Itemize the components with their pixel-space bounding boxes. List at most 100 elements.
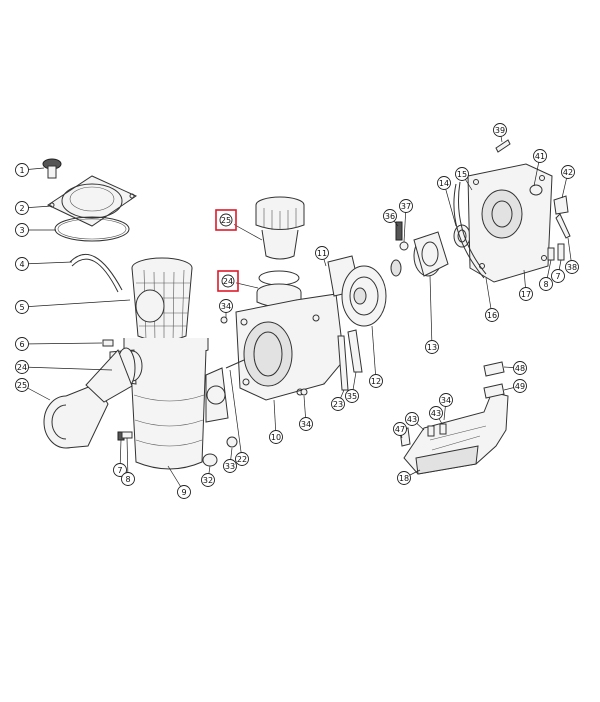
- volute-housing-part: [235, 293, 345, 401]
- callout-c24a: 24: [15, 360, 29, 374]
- callout-c15: 15: [455, 167, 469, 181]
- callout-circle: [219, 213, 233, 227]
- callout-circle: [369, 374, 383, 388]
- callout-circle: [15, 257, 29, 271]
- leader-c6: [21, 342, 103, 345]
- motor-base-part: [399, 361, 509, 475]
- callout-circle: [519, 287, 533, 301]
- callout-c48: 48: [513, 361, 527, 375]
- callout-c33: 33: [223, 459, 237, 473]
- callout-circle: [15, 337, 29, 351]
- callout-number: 9: [181, 488, 186, 497]
- diffuser-part: [327, 255, 387, 327]
- callout-circle: [15, 201, 29, 215]
- highlight-box: [217, 270, 239, 292]
- callout-number: 15: [457, 170, 467, 179]
- callout-c4: 4: [15, 257, 29, 271]
- leader-c5: [21, 299, 131, 308]
- callout-number: 24: [17, 363, 27, 372]
- highlight-boxes: [215, 209, 239, 292]
- callout-circle: [437, 176, 451, 190]
- callout-circle: [15, 378, 29, 392]
- callout-circle: [513, 361, 527, 375]
- callout-c12: 12: [369, 374, 383, 388]
- callout-circle: [345, 389, 359, 403]
- callout-c38: 38: [565, 260, 579, 274]
- bolts-middle: [220, 316, 363, 396]
- callout-c18: 18: [397, 471, 411, 485]
- callout-number: 42: [563, 168, 573, 177]
- callout-circle: [331, 397, 345, 411]
- callout-circle: [121, 472, 135, 486]
- callout-c34c: 34: [439, 393, 453, 407]
- knob-part: [42, 158, 62, 179]
- callout-c36: 36: [383, 209, 397, 223]
- callout-c7b: 7: [551, 269, 565, 283]
- callout-c32: 32: [201, 473, 215, 487]
- callout-number: 39: [495, 126, 505, 135]
- callout-c8a: 8: [121, 472, 135, 486]
- callout-number: 5: [19, 303, 24, 312]
- callout-number: 49: [515, 382, 525, 391]
- callout-number: 2: [19, 204, 24, 213]
- callout-number: 1: [19, 166, 24, 175]
- callout-c42: 42: [561, 165, 575, 179]
- callout-circle: [221, 274, 235, 288]
- callout-circle: [269, 430, 283, 444]
- callout-number: 25: [17, 381, 27, 390]
- callout-number: 8: [543, 280, 548, 289]
- callout-circle: [533, 149, 547, 163]
- small-fittings-left: [102, 339, 238, 467]
- callout-number: 43: [431, 409, 441, 418]
- callout-c24h: 24: [220, 273, 236, 289]
- callout-c13: 13: [425, 340, 439, 354]
- callout-c23: 23: [331, 397, 345, 411]
- callout-circle: [399, 199, 413, 213]
- callout-circle: [455, 167, 469, 181]
- callout-circle: [393, 422, 407, 436]
- callout-circle: [15, 300, 29, 314]
- callout-c1: 1: [15, 163, 29, 177]
- callout-number: 18: [399, 474, 409, 483]
- callout-number: 10: [271, 433, 281, 442]
- callout-c6: 6: [15, 337, 29, 351]
- callout-circle: [561, 165, 575, 179]
- callout-number: 32: [203, 476, 213, 485]
- callout-number: 16: [487, 311, 497, 320]
- callout-circle: [425, 340, 439, 354]
- callout-number: 34: [301, 420, 311, 429]
- callout-circle: [383, 209, 397, 223]
- callout-number: 34: [221, 302, 231, 311]
- callout-circle: [315, 246, 329, 260]
- callout-circle: [15, 223, 29, 237]
- callout-c11: 11: [315, 246, 329, 260]
- callout-number: 25: [221, 216, 231, 225]
- callout-circle: [235, 452, 249, 466]
- callout-circle: [299, 417, 313, 431]
- callout-circle: [15, 360, 29, 374]
- callout-number: 7: [117, 466, 122, 475]
- callout-circle: [565, 260, 579, 274]
- callout-number: 34: [441, 396, 451, 405]
- callout-circle: [15, 163, 29, 177]
- callout-number: 23: [333, 400, 343, 409]
- callout-c43a: 43: [405, 412, 419, 426]
- leader-c12: [371, 325, 377, 382]
- callout-circle: [177, 485, 191, 499]
- callout-c47: 47: [393, 422, 407, 436]
- callout-circle: [405, 412, 419, 426]
- leader-c13: [429, 275, 433, 348]
- union-nut-top-part: [255, 196, 305, 260]
- callout-c43b: 43: [429, 406, 443, 420]
- callout-c14: 14: [437, 176, 451, 190]
- leader-c14: [443, 182, 457, 227]
- callout-c3: 3: [15, 223, 29, 237]
- callout-number: 35: [347, 392, 357, 401]
- strainer-lid-part: [46, 175, 138, 227]
- callout-c37: 37: [399, 199, 413, 213]
- leader-c24a: [21, 366, 113, 371]
- callout-labels: 1234562425789323322252434101123353412363…: [15, 123, 579, 499]
- callout-number: 6: [19, 340, 24, 349]
- callout-c39: 39: [493, 123, 507, 137]
